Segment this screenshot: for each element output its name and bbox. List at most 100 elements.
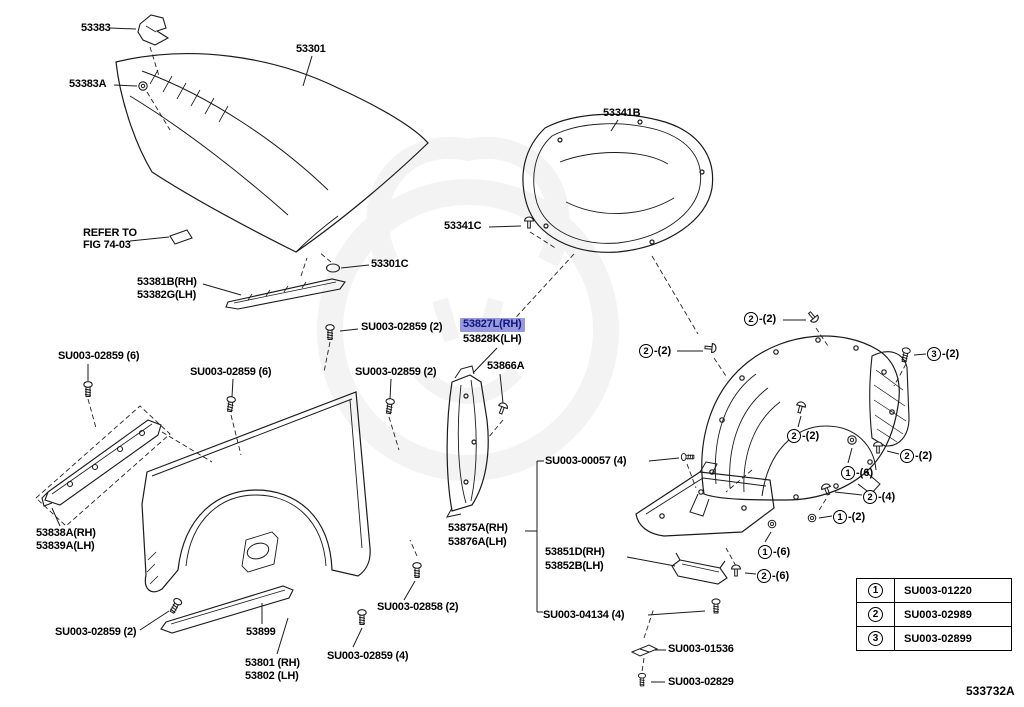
- fastener-callout-2d[interactable]: 2-(2): [900, 449, 932, 463]
- screw-icon: [899, 346, 912, 364]
- push-clip-icon: [819, 482, 834, 497]
- callout-circled-number: 2: [787, 429, 801, 443]
- callout-qty: -(2): [942, 348, 960, 360]
- push-clip-icon: [704, 342, 717, 354]
- bolt-icon: [711, 598, 721, 614]
- part-label-53852b[interactable]: 53852B(LH): [545, 560, 604, 572]
- fastener-callout-1c[interactable]: 1-(6): [758, 545, 790, 559]
- part-label-53801[interactable]: 53801 (RH): [245, 657, 300, 669]
- legend-row[interactable]: 2 SU003-02989: [856, 602, 1012, 627]
- part-label-53301[interactable]: 53301: [296, 43, 326, 55]
- legend-row[interactable]: 1 SU003-01220: [856, 578, 1012, 603]
- hardware-label-su003-02858[interactable]: SU003-02858 (2): [377, 601, 459, 613]
- callout-circled-number: 3: [927, 347, 941, 361]
- fastener-callout-3a[interactable]: 3-(2): [927, 347, 959, 361]
- legend-circled-number: 1: [868, 583, 883, 598]
- part-label-53301c[interactable]: 53301C: [371, 258, 409, 270]
- grommet-icon: [138, 81, 148, 91]
- splash-shield-art: [635, 461, 775, 537]
- callout-qty: -(4): [878, 491, 896, 503]
- part-label-53381b[interactable]: 53381B(RH): [137, 276, 197, 288]
- callout-circled-number: 1: [758, 545, 772, 559]
- hood-panel-art: [115, 53, 429, 253]
- callout-circled-number: 2: [757, 569, 771, 583]
- hardware-label-su003-02859-2-b[interactable]: SU003-02859 (2): [355, 366, 437, 378]
- hardware-label-su003-04134[interactable]: SU003-04134 (4): [543, 609, 625, 621]
- hardware-label-su003-00057[interactable]: SU003-00057 (4): [545, 455, 627, 467]
- part-label-53341c[interactable]: 53341C: [444, 220, 482, 232]
- hardware-label-su003-02859-2-c[interactable]: SU003-02859 (2): [55, 626, 137, 638]
- fender-liner-art: [689, 335, 900, 517]
- hood-insulator-art: [522, 113, 714, 253]
- hardware-label-su003-02859-4[interactable]: SU003-02859 (4): [327, 650, 409, 662]
- fastener-callout-2b[interactable]: 2-(2): [639, 344, 671, 358]
- grommet-icon: [807, 513, 817, 523]
- callout-qty: -(2): [759, 313, 777, 325]
- hardware-label-su003-02859-6-a[interactable]: SU003-02859 (6): [58, 350, 140, 362]
- part-label-53341b[interactable]: 53341B: [603, 107, 641, 119]
- callout-circled-number: 1: [841, 466, 855, 480]
- grommet-icon: [767, 519, 777, 529]
- fastener-callout-2f[interactable]: 2-(6): [757, 569, 789, 583]
- callout-circled-number: 2: [900, 449, 914, 463]
- callout-qty: -(6): [773, 546, 791, 558]
- hardware-label-su003-02829[interactable]: SU003-02829: [668, 676, 734, 688]
- part-label-53876a[interactable]: 53876A(LH): [448, 536, 507, 548]
- part-label-53383a[interactable]: 53383A: [69, 78, 107, 90]
- callout-qty: -(2): [654, 345, 672, 357]
- part-label-53866a[interactable]: 53866A: [487, 360, 525, 372]
- legend-circled-number: 3: [868, 631, 883, 646]
- doc-number: 533732A: [966, 684, 1015, 698]
- part-label-53838a[interactable]: 53838A(RH): [36, 527, 96, 539]
- push-clip-icon: [805, 309, 821, 325]
- screw-icon: [637, 672, 647, 687]
- hood-hinge-bracket-art: [137, 14, 170, 46]
- callout-circled-number: 2: [744, 312, 758, 326]
- fastener-callout-2e[interactable]: 2-(4): [863, 490, 895, 504]
- part-label-53382g[interactable]: 53382G(LH): [137, 289, 197, 301]
- fastener-callout-1b[interactable]: 1-(2): [833, 510, 865, 524]
- legend-part-number: SU003-02989: [894, 602, 1012, 627]
- speed-nut-icon: [630, 644, 659, 657]
- fasteners: [83, 81, 912, 687]
- front-fender-art: [141, 391, 371, 593]
- grommet-icon: [847, 435, 857, 445]
- retainer-bracket-art: [671, 552, 728, 585]
- part-label-53827l-highlighted[interactable]: 53827L(RH): [460, 318, 525, 332]
- legend-part-number: SU003-01220: [894, 578, 1012, 603]
- liner-extension-art: [869, 351, 910, 447]
- part-label-53802[interactable]: 53802 (LH): [245, 670, 299, 682]
- refer-marker-art: [169, 229, 193, 245]
- fastener-legend-table: 1 SU003-01220 2 SU003-02989 3 SU003-0289…: [856, 578, 1012, 651]
- callout-qty: -(2): [848, 511, 866, 523]
- side-moulding-art: [160, 585, 294, 634]
- bolt-icon: [412, 562, 422, 579]
- push-clip-icon: [794, 400, 807, 415]
- callout-qty: -(2): [915, 450, 933, 462]
- callout-circled-number: 2: [863, 490, 877, 504]
- hardware-label-su003-02859-6-b[interactable]: SU003-02859 (6): [190, 366, 272, 378]
- legend-circled-number: 2: [868, 607, 883, 622]
- legend-row[interactable]: 3 SU003-02899: [856, 626, 1012, 651]
- screw-icon: [680, 452, 695, 462]
- part-label-53383[interactable]: 53383: [81, 22, 111, 34]
- push-clip-icon: [872, 441, 884, 454]
- bolt-icon: [224, 395, 237, 413]
- fastener-callout-2c[interactable]: 2-(2): [787, 429, 819, 443]
- hardware-label-su003-02859-2-a[interactable]: SU003-02859 (2): [361, 321, 443, 333]
- part-label-53828k[interactable]: 53828K(LH): [463, 333, 522, 345]
- callout-qty: -(6): [772, 570, 790, 582]
- callout-qty: -(2): [802, 430, 820, 442]
- part-label-53899[interactable]: 53899: [246, 626, 276, 638]
- apron-bracket-art: [41, 419, 162, 507]
- fastener-callout-1a[interactable]: 1-(6): [841, 466, 873, 480]
- part-label-53851d[interactable]: 53851D(RH): [545, 546, 605, 558]
- hardware-label-su003-01536[interactable]: SU003-01536: [668, 643, 734, 655]
- note-fig-ref: FIG 74-03: [83, 239, 131, 251]
- fastener-callout-2a[interactable]: 2-(2): [744, 312, 776, 326]
- callout-circled-number: 2: [639, 344, 653, 358]
- part-label-53875a[interactable]: 53875A(RH): [448, 522, 508, 534]
- part-label-53839a[interactable]: 53839A(LH): [36, 540, 95, 552]
